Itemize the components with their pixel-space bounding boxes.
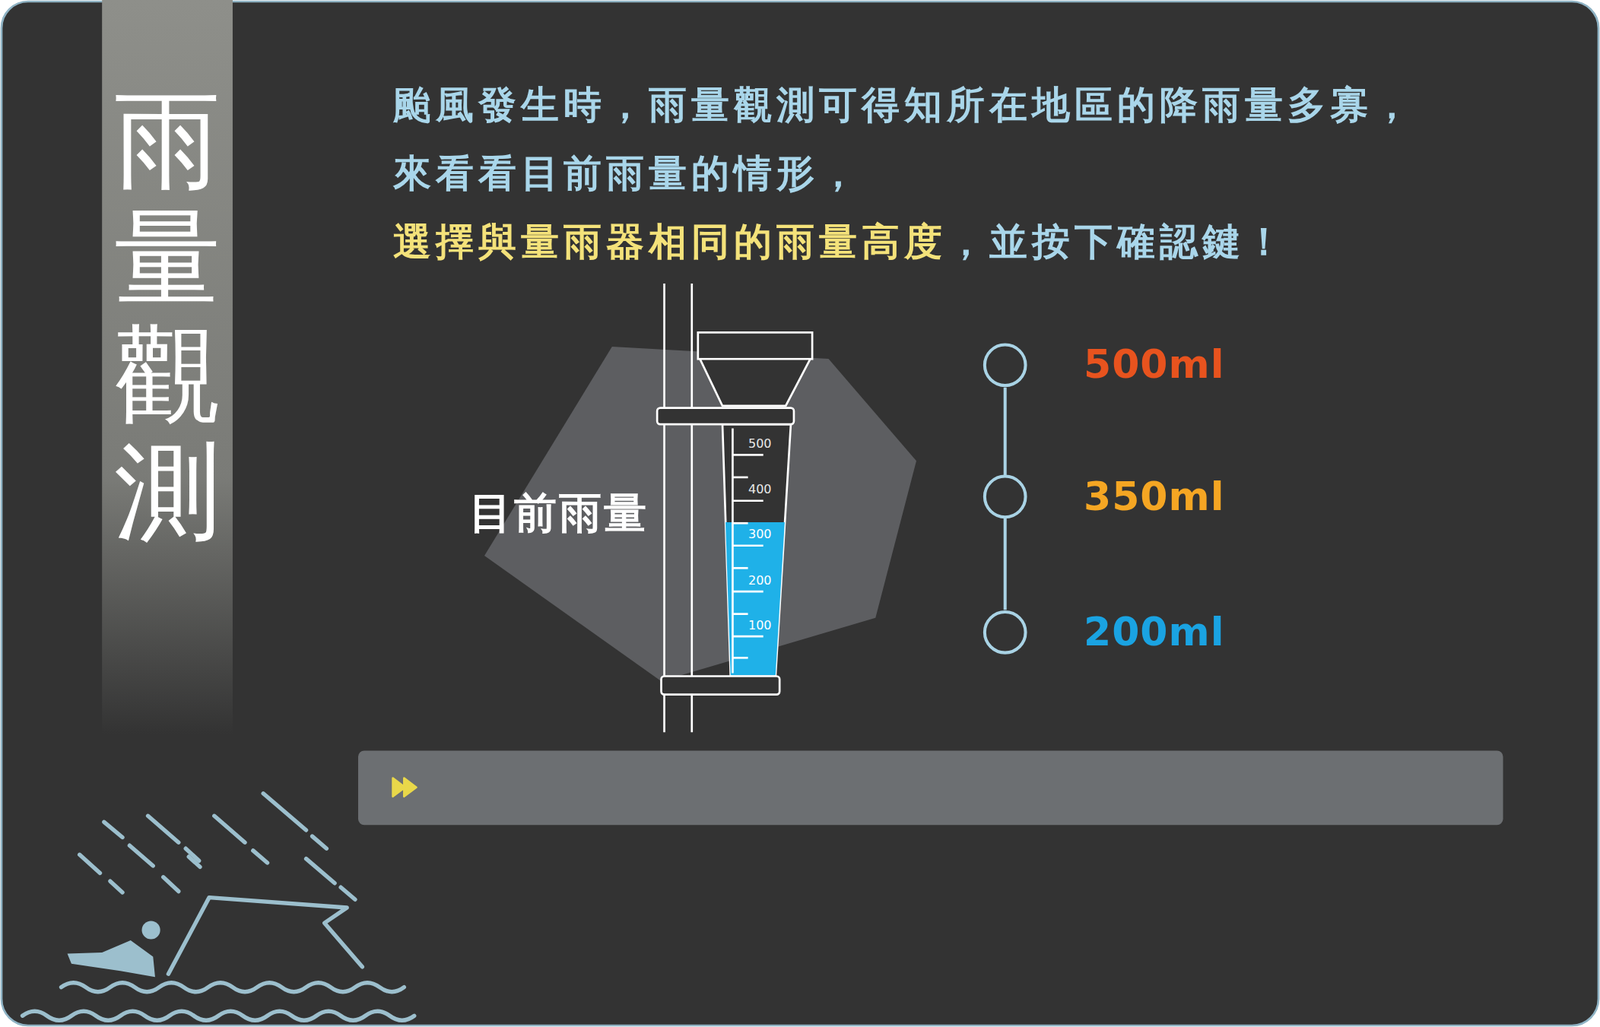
instruction-text: ，並按下確認鍵！ [946,217,1288,267]
option-label: 500ml [1083,339,1226,391]
instruction-text: 來看看目前雨量的情形， [393,149,862,199]
title-text: 雨量觀測 [114,82,221,551]
option-label: 200ml [1083,606,1226,659]
scale-number: 100 [748,618,772,635]
panel-label: 目前雨量 [469,485,649,542]
instruction-text: 颱風發生時，雨量觀測可得知所在地區的降雨量多寡， [393,80,1416,131]
scale-number: 500 [748,436,772,453]
scale-number: 200 [748,573,772,590]
scale-number: 400 [748,482,772,499]
scale-number: 300 [748,526,772,543]
option-label: 350ml [1083,471,1226,524]
instruction-highlight: 選擇與量雨器相同的雨量高度 [393,217,947,267]
gauge-panel: 目前雨量 [484,346,917,682]
